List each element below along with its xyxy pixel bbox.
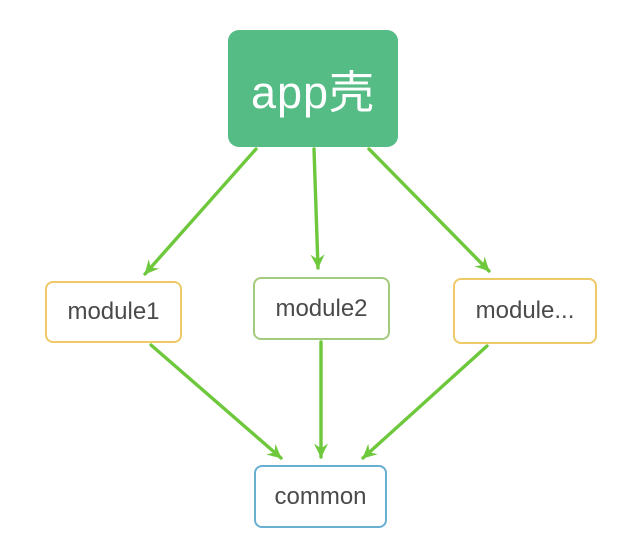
node-app-shell-label: app壳 — [250, 67, 376, 118]
node-module2-label: module2 — [275, 294, 368, 322]
node-module1: module1 — [45, 281, 182, 343]
node-common-label: common — [274, 482, 367, 510]
edge-app-shell-module1 — [143, 147, 258, 276]
edge-app-shell-module2 — [310, 147, 325, 270]
edge-module-more-common — [361, 344, 489, 460]
edge-module1-common — [149, 343, 283, 460]
node-common: common — [254, 465, 387, 528]
node-module2: module2 — [253, 277, 390, 340]
node-app-shell: app壳 — [228, 30, 398, 147]
node-module1-label: module1 — [67, 298, 160, 325]
node-module-more: module... — [453, 278, 597, 344]
node-module-more-label: module... — [475, 297, 575, 324]
edge-app-shell-module-more — [367, 147, 491, 273]
